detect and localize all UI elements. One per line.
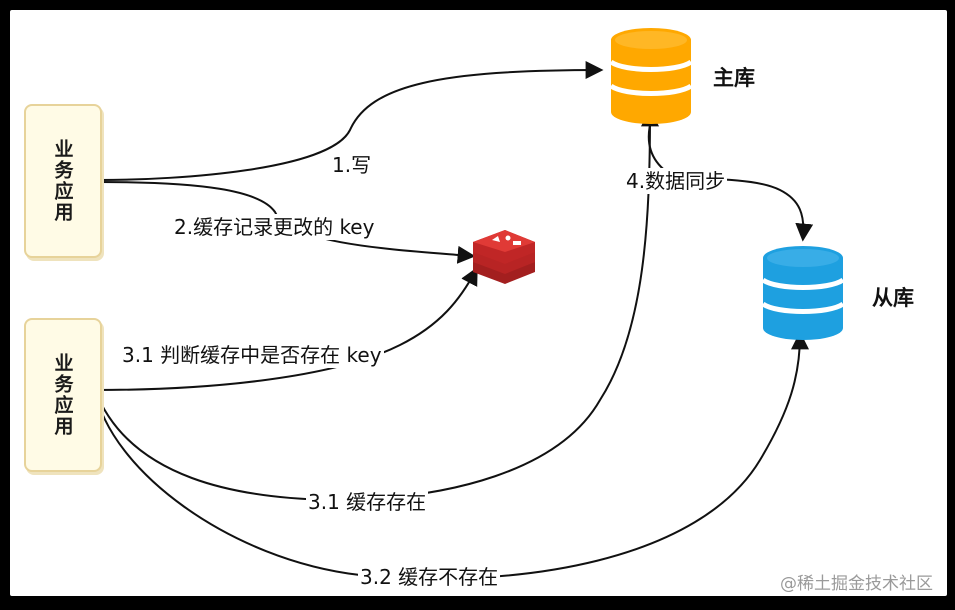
edge-cache-record — [99, 181, 476, 264]
slave-database-icon — [761, 246, 845, 340]
app-box-top: 业务应用 — [24, 104, 102, 258]
edge-label-cache-record: 2.缓存记录更改的 key — [172, 214, 377, 240]
app-label-bottom: 业务应用 — [51, 353, 74, 437]
edge-label-write: 1.写 — [330, 152, 374, 178]
watermark-text: @稀土掘金技术社区 — [780, 574, 933, 594]
master-database-icon — [609, 28, 693, 124]
edge-cache-not-exists — [94, 331, 809, 580]
slave-db-label: 从库 — [872, 286, 914, 310]
app-box-bottom: 业务应用 — [24, 318, 102, 472]
edge-check-cache — [94, 266, 478, 391]
edge-label-cache-not-exists: 3.2 缓存不存在 — [358, 564, 501, 590]
edge-label-sync: 4.数据同步 — [624, 168, 728, 194]
edge-write — [99, 61, 604, 181]
master-db-label: 主库 — [713, 66, 755, 90]
edge-cache-exists — [94, 108, 659, 502]
app-label-top: 业务应用 — [51, 139, 74, 223]
edge-sync — [647, 124, 814, 242]
edge-label-cache-exists: 3.1 缓存存在 — [306, 489, 429, 515]
edge-label-check-cache: 3.1 判断缓存中是否存在 key — [120, 342, 384, 368]
redis-icon — [473, 230, 535, 284]
